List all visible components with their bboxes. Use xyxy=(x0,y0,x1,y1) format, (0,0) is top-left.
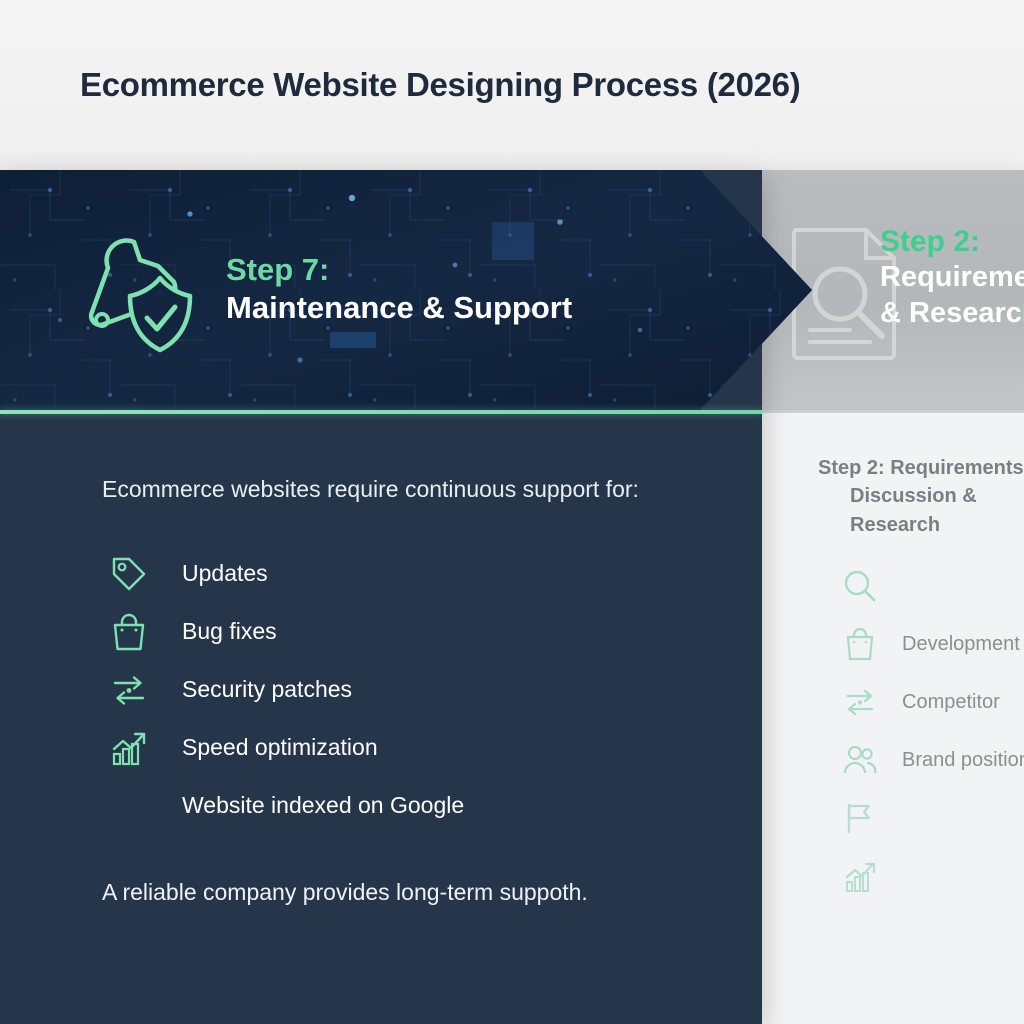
search-icon xyxy=(844,570,876,602)
list-item[interactable]: Brand positioning xyxy=(762,731,1024,789)
accent-line xyxy=(0,410,762,414)
next-step-title-line2: & Research xyxy=(880,296,1024,329)
list-item[interactable]: Speed optimization xyxy=(0,719,762,777)
active-step-card[interactable]: Step 7: Maintenance & Support Ecommerce … xyxy=(0,170,812,1024)
next-accent-line xyxy=(762,410,1024,413)
list-item[interactable]: Website indexed on Google xyxy=(0,777,762,835)
document-search-icon xyxy=(792,228,896,360)
transfer-arrows-icon xyxy=(846,690,874,716)
growth-chart-icon xyxy=(112,732,146,766)
transfer-arrows-icon xyxy=(113,676,145,705)
shopping-bag-icon xyxy=(846,628,874,661)
next-step-title-line1: Requirements xyxy=(880,260,1024,293)
flag-icon xyxy=(847,803,871,834)
list-item[interactable] xyxy=(762,847,1024,905)
list-item[interactable]: Updates xyxy=(0,545,762,603)
step-label: Step 7: xyxy=(226,251,330,287)
list-item-label: Security patches xyxy=(182,676,353,703)
page-header: Ecommerce Website Designing Process (202… xyxy=(0,0,1024,170)
next-step-list: Development Competitor xyxy=(762,557,1024,789)
banner-arrow-shape xyxy=(0,170,812,410)
list-item-label: Development xyxy=(902,632,1020,655)
users-icon xyxy=(843,746,877,774)
list-item-label: Speed optimization xyxy=(182,734,378,761)
list-item[interactable]: Security patches xyxy=(0,661,762,719)
list-item-label: Competitor xyxy=(902,690,1000,713)
wrench-shield-check-icon xyxy=(88,238,193,353)
active-banner-text: Step 7: Maintenance & Support xyxy=(226,251,573,327)
next-step-banner-text: Step 2: Requirements & Research xyxy=(880,226,1024,330)
next-step-card[interactable]: Step 2: Requirements & Research Step 2: … xyxy=(762,170,1024,1024)
closing-text: A reliable company provides long-term su… xyxy=(102,878,588,905)
next-step-heading: Step 2: Requirements Discussion & Resear… xyxy=(818,454,1024,539)
next-heading-line1: Step 2: Requirements xyxy=(818,457,1024,479)
next-heading-line3: Research xyxy=(850,513,941,536)
page-title: Ecommerce Website Designing Process (202… xyxy=(80,66,801,103)
tag-icon xyxy=(112,557,146,591)
next-step-label: Step 2: xyxy=(880,225,981,258)
intro-text: Ecommerce websites require continuous su… xyxy=(102,476,639,502)
list-item[interactable] xyxy=(762,789,1024,847)
next-step-banner: Step 2: Requirements & Research xyxy=(762,170,1024,410)
list-item[interactable]: Competitor xyxy=(762,673,1024,731)
list-item-label: Brand positioning xyxy=(902,748,1024,771)
list-item[interactable]: Bug fixes xyxy=(0,603,762,661)
shopping-bag-icon xyxy=(113,613,145,651)
next-heading-line2: Discussion & xyxy=(850,485,977,508)
next-step-body: Step 2: Requirements Discussion & Resear… xyxy=(762,422,1024,905)
growth-chart-icon xyxy=(845,863,876,893)
active-step-banner: Step 7: Maintenance & Support xyxy=(0,170,812,410)
active-banner-content: Step 7: Maintenance & Support xyxy=(0,170,762,410)
list-item[interactable] xyxy=(762,557,1024,615)
step-title: Maintenance & Support xyxy=(226,289,573,325)
list-item-label: Website indexed on Google xyxy=(182,792,465,819)
list-item[interactable]: Development xyxy=(762,615,1024,673)
list-item-label: Bug fixes xyxy=(182,618,277,645)
active-step-body: Ecommerce websites require continuous su… xyxy=(0,414,762,1024)
support-list: Updates Bug fixes xyxy=(0,545,762,835)
list-item-label: Updates xyxy=(182,560,268,587)
